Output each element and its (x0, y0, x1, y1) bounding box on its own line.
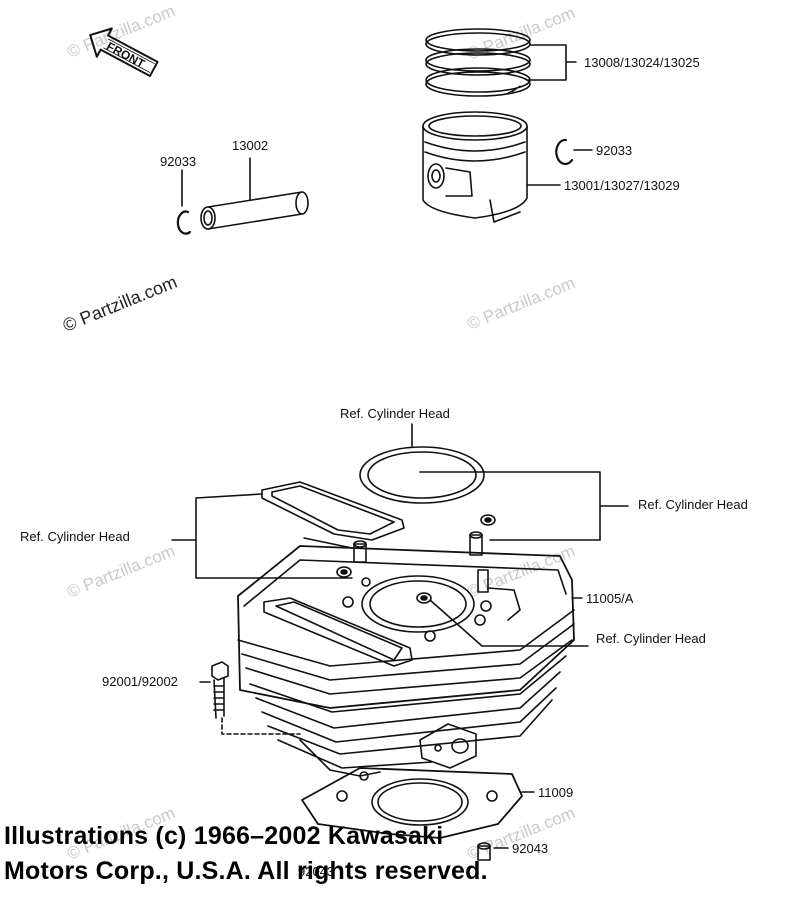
label-dowel-pin: 92043 (512, 841, 548, 856)
snap-ring-right (555, 138, 574, 165)
bolt-dashed (221, 717, 301, 735)
piston-rings (425, 28, 531, 97)
ref-left-bracket (171, 493, 353, 579)
ref-left-leader (303, 537, 353, 549)
label-dowel-pin-bottom: 92043 (298, 864, 334, 879)
dowel-bottom (477, 842, 491, 861)
snap-ring-left (176, 210, 192, 235)
watermark-main: © Partzilla.com (60, 272, 180, 336)
watermark: © Partzilla.com (464, 273, 577, 334)
piston-pin (200, 191, 309, 230)
ref-right-bracket (419, 471, 629, 541)
base-gasket (301, 767, 523, 839)
label-ref-head-right: Ref. Cylinder Head (638, 497, 748, 512)
label-ref-head-center: Ref. Cylinder Head (596, 631, 706, 646)
watermark: © Partzilla.com (64, 541, 177, 602)
cylinder-block (237, 545, 575, 777)
label-cylinder: 11005/A (586, 591, 634, 606)
label-ref-head-left: Ref. Cylinder Head (20, 529, 130, 544)
cover-gasket (261, 481, 405, 541)
labels: 13008/13024/13025 92033 13001/13027/1302… (20, 55, 748, 879)
rings-leader (527, 44, 577, 81)
label-base-gasket: 11009 (538, 785, 573, 800)
label-ref-head-top: Ref. Cylinder Head (340, 406, 450, 421)
copyright-line-2: Motors Corp., U.S.A. All rights reserved… (4, 857, 488, 885)
piston (422, 111, 528, 223)
label-piston-rings: 13008/13024/13025 (584, 55, 700, 70)
head-gasket-ring (359, 446, 485, 504)
label-piston-pin: 13002 (232, 138, 268, 153)
copyright-line-1: Illustrations (c) 1966–2002 Kawasaki (4, 822, 444, 850)
label-snap-ring-right: 92033 (596, 143, 632, 158)
bolt (211, 661, 229, 719)
dowel-pins (336, 514, 496, 593)
ref-center-leader (429, 599, 589, 647)
label-snap-ring-left: 92033 (160, 154, 196, 169)
label-piston: 13001/13027/13029 (564, 178, 680, 193)
label-bolt: 92001/92002 (102, 674, 178, 689)
